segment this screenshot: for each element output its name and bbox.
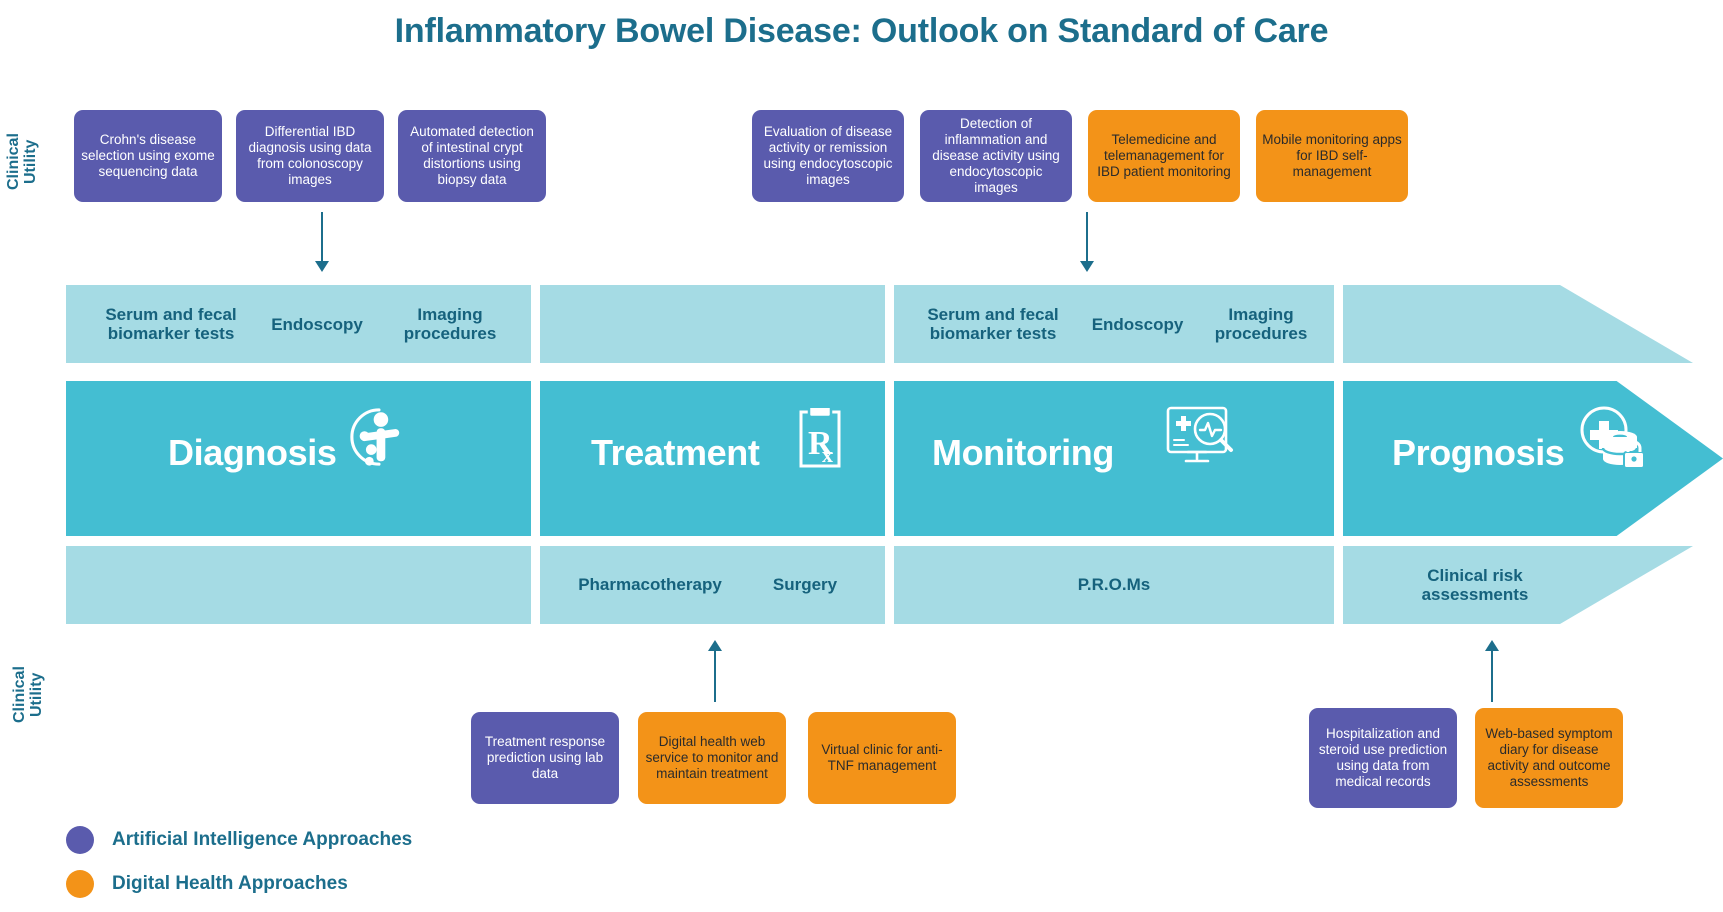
monitor-ecg-magnifier-icon <box>1164 405 1240 476</box>
chip-ai-disease-activity-eval[interactable]: Evaluation of disease activity or remiss… <box>752 110 904 202</box>
stage-label-prognosis: Prognosis <box>1392 432 1565 473</box>
stage-band-diagnosis[interactable] <box>66 381 531 536</box>
upper-band-monitoring-item-2: Imaging procedures <box>1214 305 1308 344</box>
chip-dh-virtual-clinic[interactable]: Virtual clinic for anti-TNF management <box>808 712 956 804</box>
chip-dh-web-service[interactable]: Digital health web service to monitor an… <box>638 712 786 804</box>
stage-label-diagnosis: Diagnosis <box>168 432 337 473</box>
stage-band-monitoring[interactable] <box>894 381 1334 536</box>
upper-band-monitoring-item-0: Serum and fecal biomarker tests <box>927 305 1059 344</box>
chip-dh-telemedicine[interactable]: Telemedicine and telemanagement for IBD … <box>1088 110 1240 202</box>
chip-dh-symptom-diary[interactable]: Web-based symptom diary for disease acti… <box>1475 708 1623 808</box>
svg-text:R: R <box>808 425 833 462</box>
upper-band-monitoring-item-1: Endoscopy <box>1091 315 1184 334</box>
svg-text:x: x <box>822 442 833 467</box>
chip-ai-treatment-response[interactable]: Treatment response prediction using lab … <box>471 712 619 804</box>
connector-arrow-down-monitoring <box>1077 212 1097 272</box>
lower-band-monitoring <box>894 546 1334 624</box>
legend-item-ai: Artificial Intelligence Approaches <box>66 826 412 854</box>
chip-ai-hospitalization-prediction[interactable]: Hospitalization and steroid use predicti… <box>1309 708 1457 808</box>
legend-label-dh: Digital Health Approaches <box>112 873 348 894</box>
chip-dh-mobile-apps[interactable]: Mobile monitoring apps for IBD self-mana… <box>1256 110 1408 202</box>
lower-band-treatment-item-0: Pharmacotherapy <box>578 575 722 594</box>
chip-ai-crypt-distortion[interactable]: Automated detection of intestinal crypt … <box>398 110 546 202</box>
upper-band-diagnosis-item-2: Imaging procedures <box>403 305 497 344</box>
page-title: Inflammatory Bowel Disease: Outlook on S… <box>394 12 1329 50</box>
lower-band-monitoring-item-0: P.R.O.Ms <box>1077 575 1151 594</box>
side-label-clinical-utility-bottom: Clinical Utility <box>11 666 45 724</box>
stage-label-treatment: Treatment <box>591 432 760 473</box>
upper-band-diagnosis <box>66 285 531 363</box>
upper-band-treatment <box>540 285 885 363</box>
medical-records-lock-icon <box>1576 404 1648 477</box>
connector-arrow-up-treatment <box>705 640 725 702</box>
patient-diagnosis-icon <box>348 406 410 473</box>
legend-dot-ai <box>66 826 94 854</box>
upper-band-monitoring <box>894 285 1334 363</box>
connector-arrow-down-diagnosis <box>312 212 332 272</box>
legend-dot-dh <box>66 870 94 898</box>
lower-band-treatment-item-1: Surgery <box>772 575 838 594</box>
stage-band-treatment[interactable] <box>540 381 885 536</box>
chip-ai-inflammation-detection[interactable]: Detection of inflammation and disease ac… <box>920 110 1072 202</box>
chip-ai-differential-ibd[interactable]: Differential IBD diagnosis using data fr… <box>236 110 384 202</box>
lower-band-treatment <box>540 546 885 624</box>
lower-band-diagnosis <box>66 546 531 624</box>
legend-item-dh: Digital Health Approaches <box>66 870 348 898</box>
connector-arrow-up-prognosis <box>1482 640 1502 702</box>
upper-band-diagnosis-item-0: Serum and fecal biomarker tests <box>105 305 237 344</box>
lower-band-prognosis-item-0: Clinical risk assessments <box>1421 566 1529 605</box>
chip-ai-crohns-exome[interactable]: Crohn's disease selection using exome se… <box>74 110 222 202</box>
upper-band-diagnosis-item-1: Endoscopy <box>271 315 363 334</box>
stage-label-monitoring: Monitoring <box>932 432 1114 473</box>
side-label-clinical-utility-top: Clinical Utility <box>5 133 39 191</box>
prescription-rx-icon: R x <box>792 404 848 475</box>
upper-band-prognosis <box>1343 285 1693 363</box>
legend-label-ai: Artificial Intelligence Approaches <box>112 829 413 850</box>
